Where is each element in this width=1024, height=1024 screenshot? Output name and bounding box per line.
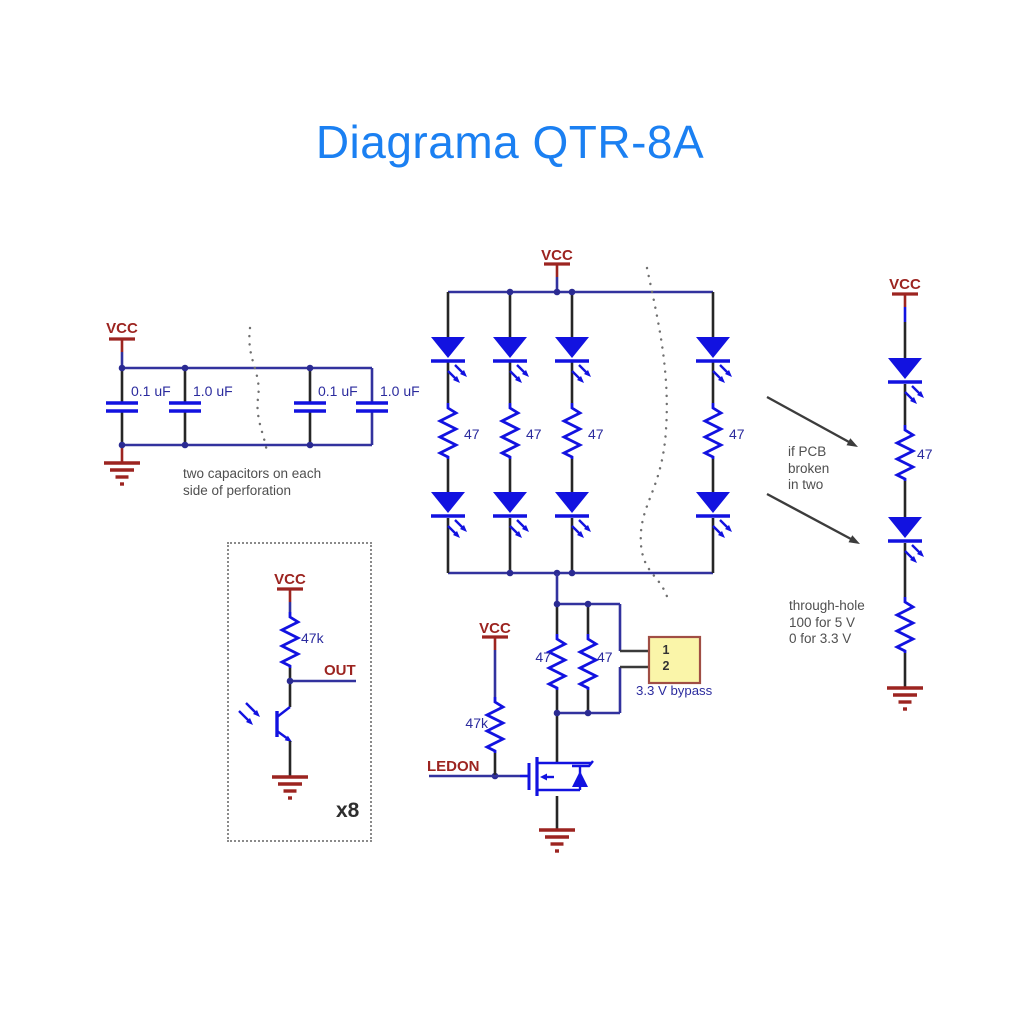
resistor-value: 47 (588, 426, 604, 442)
capacitor-bank-circuit (102, 326, 390, 486)
ground-icon (102, 461, 142, 486)
led-array-circuit (429, 262, 734, 605)
cap-bank-note: two capacitors on each side of perforati… (183, 466, 322, 498)
bypass-pin-1: 1 (662, 643, 670, 657)
capacitor-icon (292, 401, 328, 413)
wire (448, 290, 713, 575)
junction-dots (506, 288, 576, 577)
resistor-value: 47 (526, 426, 542, 442)
break-arrows (766, 395, 860, 544)
bypass-pin-2: 2 (662, 659, 670, 673)
resistor-value: 47 (729, 426, 745, 442)
capacitor-icon (104, 401, 140, 413)
resistor-icon (485, 695, 505, 755)
resistor-icon (438, 401, 458, 461)
perforation-dotted-line (248, 326, 269, 456)
junction-dots (118, 364, 314, 449)
resistor-value: 47k (465, 715, 488, 731)
resistor-icon (500, 401, 520, 461)
net-label-vcc: VCC (889, 276, 921, 293)
wire (620, 649, 649, 669)
resistor-icon (703, 401, 723, 461)
led-driver-circuit (429, 573, 702, 853)
broken-segment-circuit (885, 292, 926, 711)
net-label-vcc: VCC (479, 620, 511, 637)
resistor-value: 47k (301, 630, 324, 646)
phototransistor-icon (238, 702, 292, 742)
wire (122, 366, 372, 447)
break-note: if PCB broken in two (788, 444, 830, 492)
resistor-icon (547, 632, 567, 692)
junction-dots (491, 600, 592, 780)
capacitor-value: 0.1 uF (318, 383, 358, 399)
sensor-cell-circuit (238, 587, 356, 800)
capacitor-icon (167, 401, 203, 413)
junction-dot (286, 677, 294, 685)
vcc-power-icon (107, 337, 137, 354)
capacitor-value: 1.0 uF (380, 383, 420, 399)
resistor-value: 47 (917, 446, 933, 462)
capacitor-value: 1.0 uF (193, 383, 233, 399)
wire (555, 604, 590, 763)
resistor-icon (895, 423, 915, 483)
resistor-icon (578, 632, 598, 692)
wire (120, 368, 312, 445)
perforation-dotted-line (639, 266, 671, 605)
resistor-icon (895, 595, 915, 655)
capacitor-value: 0.1 uF (131, 383, 171, 399)
resistor-value: 47 (597, 649, 613, 665)
net-label-vcc: VCC (106, 320, 138, 337)
bypass-connector-box (647, 635, 702, 685)
x8-dotted-box (227, 542, 372, 842)
ground-icon (537, 828, 577, 853)
net-label-ledon: LEDON (427, 758, 480, 775)
capacitor-icon (354, 401, 390, 413)
page-title: Diagrama QTR-8A (315, 116, 705, 168)
vcc-power-icon (542, 262, 572, 279)
vcc-power-icon (480, 635, 510, 652)
net-label-out: OUT (324, 662, 356, 679)
vcc-power-icon (890, 292, 920, 309)
through-hole-note: through-hole 100 for 5 V 0 for 3.3 V (789, 598, 865, 646)
resistor-value: 47 (535, 649, 551, 665)
multiplier-label: x8 (336, 799, 360, 822)
mosfet-icon (520, 757, 594, 796)
ground-icon (885, 686, 925, 711)
resistor-icon (562, 401, 582, 461)
net-label-vcc: VCC (541, 247, 573, 264)
resistor-value: 47 (464, 426, 480, 442)
net-label-vcc: VCC (274, 571, 306, 588)
bypass-caption: 3.3 V bypass (636, 683, 713, 698)
wire (446, 292, 715, 573)
